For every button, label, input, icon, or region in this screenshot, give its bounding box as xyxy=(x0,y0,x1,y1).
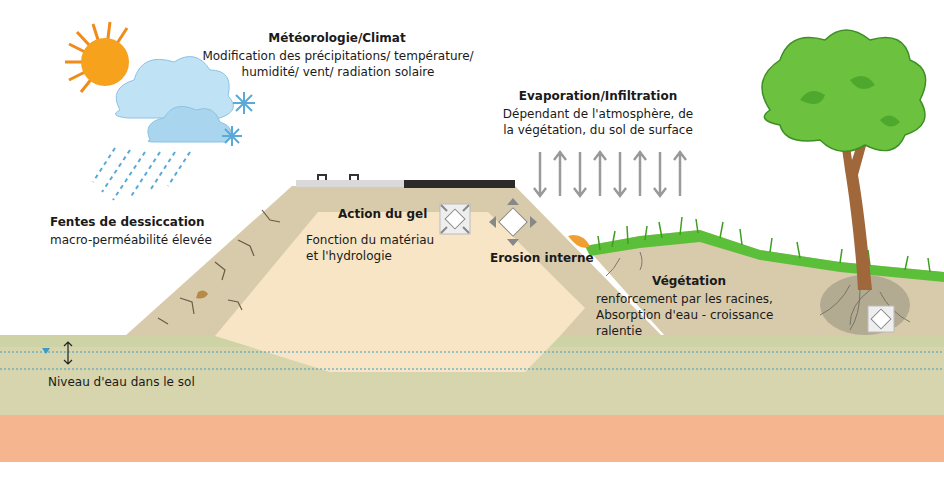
body-label: Dépendant de l'atmosphère, de la végétat… xyxy=(498,106,698,138)
body-label: Modification des précipitations/ tempéra… xyxy=(190,48,486,80)
flux-arrows xyxy=(534,152,686,196)
dike-core xyxy=(215,212,585,372)
grass-blades xyxy=(598,217,930,272)
erosion-spot xyxy=(196,290,208,298)
heading-label: Végétation xyxy=(652,273,752,289)
road-marks xyxy=(318,175,358,180)
grass xyxy=(585,230,944,282)
tree-canopy-shade xyxy=(800,76,900,127)
root-icon xyxy=(868,306,894,332)
clay-layer xyxy=(0,415,944,462)
body-label: macro-perméabilité élevée xyxy=(50,232,240,248)
heading-label: Erosion interne xyxy=(490,250,610,266)
body-label: Niveau d'eau dans le sol xyxy=(48,374,248,390)
heading-label: Fentes de dessiccation xyxy=(50,214,220,230)
frost-icon xyxy=(440,204,470,234)
heading-label: Action du gel xyxy=(338,206,434,222)
road xyxy=(296,180,404,187)
rain xyxy=(93,148,190,200)
water-mark xyxy=(42,348,50,354)
road xyxy=(404,180,515,188)
water-level xyxy=(0,368,944,369)
snowflake xyxy=(222,92,255,146)
heading-label: Evaporation/Infiltration xyxy=(498,88,698,104)
erosion-patch xyxy=(568,235,590,248)
water-level xyxy=(0,351,944,352)
cloud xyxy=(148,106,231,142)
body-label: Fonction du matériau et l'hydrologie xyxy=(306,232,438,264)
tree-canopy xyxy=(762,30,926,151)
body-label: renforcement par les racines, Absorption… xyxy=(596,291,822,340)
erosion-icon xyxy=(489,198,537,246)
sun xyxy=(65,22,129,92)
level-arrow xyxy=(64,342,72,364)
heading-label: Météorologie/Climat xyxy=(237,30,437,46)
